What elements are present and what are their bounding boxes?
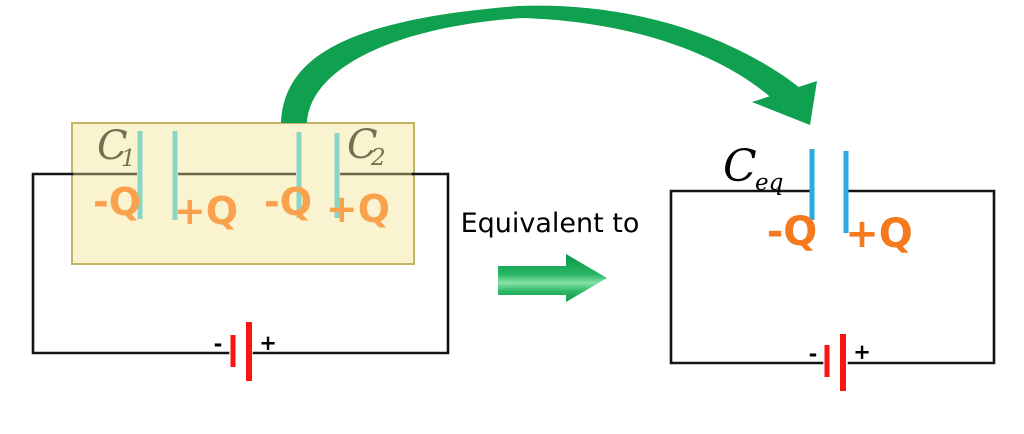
capacitor1-subscript: 1 bbox=[121, 146, 136, 172]
right-battery-negative-sign: - bbox=[809, 342, 818, 366]
capacitor2-label: C bbox=[347, 122, 378, 168]
charge-label-eq-right: +Q bbox=[845, 211, 913, 257]
charge-label-c1-right: +Q bbox=[174, 189, 238, 233]
equivalent-to-label: Equivalent to bbox=[461, 208, 640, 239]
capacitor1-label: C bbox=[97, 123, 128, 169]
left-battery-negative-sign: - bbox=[214, 332, 223, 356]
right-circuit-wires bbox=[669, 189, 996, 365]
right-battery-positive-sign: + bbox=[853, 340, 871, 364]
charge-label-c2-left: -Q bbox=[264, 180, 312, 224]
capacitor2-subscript: 2 bbox=[370, 145, 386, 171]
left-battery-positive-sign: + bbox=[259, 331, 277, 355]
equivalent-arrow-icon bbox=[498, 254, 607, 302]
charge-label-c2-right: +Q bbox=[326, 187, 390, 231]
equivalent-capacitor-label: C bbox=[723, 141, 757, 192]
curved-arrow-icon bbox=[281, 5, 817, 125]
charge-label-c1-left: -Q bbox=[93, 180, 141, 224]
equivalent-capacitor-subscript: eq bbox=[755, 170, 783, 196]
series-capacitors-highlight-box bbox=[71, 122, 415, 265]
charge-label-eq-left: -Q bbox=[767, 209, 818, 255]
left-circuit-wires bbox=[31, 172, 450, 355]
